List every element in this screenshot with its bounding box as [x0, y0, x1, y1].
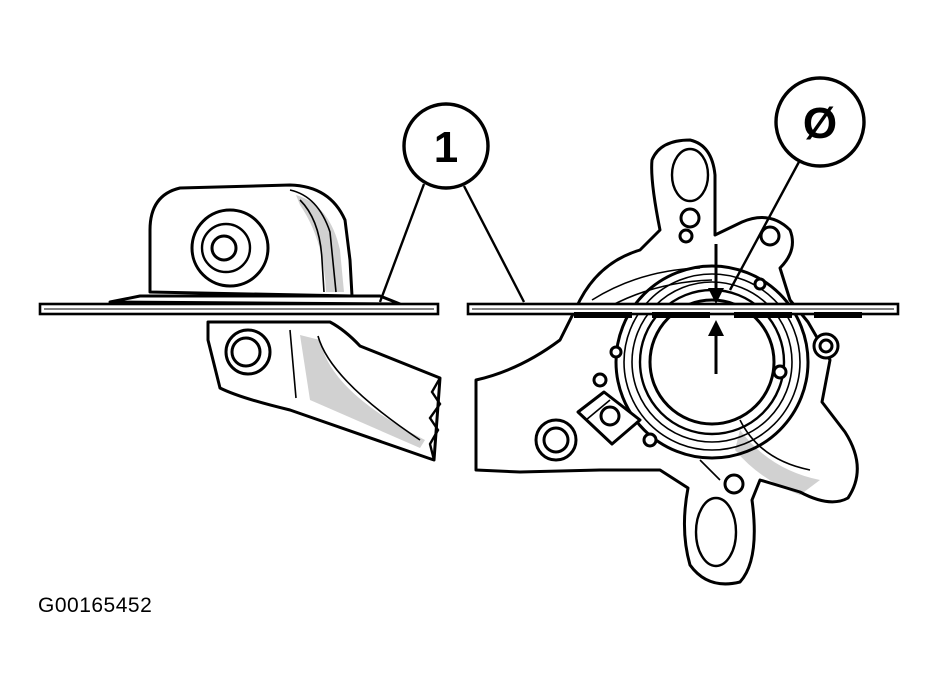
straightedge-right — [466, 302, 900, 318]
callout-diameter-label: Ø — [803, 99, 837, 148]
clearance-arrows — [708, 244, 724, 374]
callout-diameter: Ø — [728, 76, 866, 291]
straightedge-left — [38, 302, 440, 316]
figure-id: G00165452 — [38, 594, 153, 617]
callout-1-label: 1 — [434, 123, 458, 172]
callout-1: 1 — [378, 102, 526, 303]
right-knuckle-part — [474, 138, 859, 586]
left-bracket-part — [108, 183, 442, 462]
